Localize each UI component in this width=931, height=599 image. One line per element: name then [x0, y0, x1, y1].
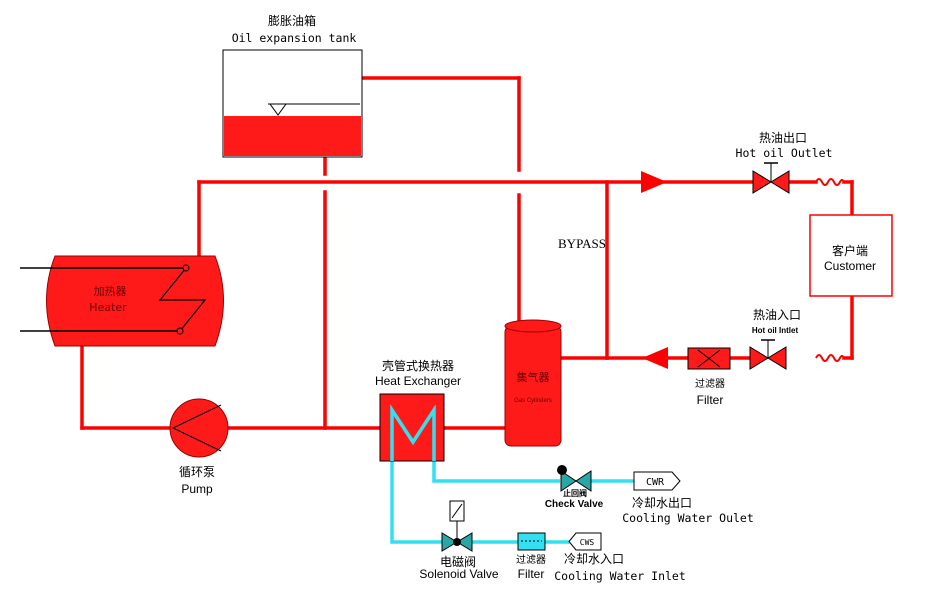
customer-label-en: Customer	[824, 259, 876, 273]
cwr-tag: CWR	[633, 471, 681, 491]
cwr-tag-text: CWR	[646, 477, 665, 488]
pump-label-zh: 循环泵	[179, 465, 215, 479]
cooling-water-supply-line	[390, 460, 442, 544]
water-pipes	[390, 460, 634, 544]
cws-tag: CWS	[568, 532, 602, 551]
water-filter-label-en: Filter	[518, 567, 545, 581]
heater: 加热器 Heater	[20, 255, 224, 347]
check-valve-label-zh: 止回阀	[563, 488, 587, 498]
water-filter	[517, 532, 546, 551]
water-filter-label-zh: 过滤器	[516, 553, 546, 566]
circulation-pump	[169, 398, 229, 458]
cooling-water-return-line	[432, 460, 560, 483]
check-valve[interactable]	[557, 465, 592, 492]
hot-oil-inlet-label-en: Hot oil Intlet	[752, 326, 799, 335]
tank-label-zh: 膨胀油箱	[268, 13, 316, 28]
cws-label-en: Cooling Water Inlet	[554, 569, 686, 583]
pump-label-en: Pump	[181, 482, 213, 496]
bypass-label: BYPASS	[558, 236, 606, 251]
tank-label-en: Oil expansion tank	[232, 31, 357, 45]
cws-label-zh: 冷却水入口	[564, 552, 624, 566]
solenoid-valve[interactable]	[441, 500, 473, 552]
heat-exchanger	[379, 393, 445, 462]
cwr-label-zh: 冷却水出口	[632, 496, 692, 510]
oil-filter-label-zh: 过滤器	[695, 377, 725, 390]
heater-label-en: Heater	[89, 301, 127, 314]
check-valve-label-en: Check Valve	[545, 499, 604, 510]
tank-level-marker-icon	[269, 103, 287, 116]
cws-tag-text: CWS	[580, 538, 595, 547]
heater-coil-icon	[158, 267, 207, 332]
oil-filter	[687, 347, 731, 370]
flex-hose-outlet	[815, 178, 845, 186]
cwr-label-en: Cooling Water Oulet	[622, 511, 754, 525]
hot-oil-outlet-valve[interactable]	[752, 162, 790, 194]
solenoid-label-en: Solenoid Valve	[419, 567, 498, 581]
pump-impeller-icon	[171, 404, 222, 452]
hot-oil-inlet-label-zh: 热油入口	[753, 308, 801, 322]
hot-oil-inlet-valve[interactable]	[749, 339, 787, 370]
hot-oil-outlet-label-en: Hot oil Outlet	[736, 146, 833, 160]
flex-hose-inlet	[815, 354, 845, 362]
gas-cylinder-label-en: Gas Cylinders	[514, 398, 552, 404]
customer-box	[809, 214, 893, 297]
exchanger-tube-icon	[390, 404, 436, 461]
oil-filter-label-en: Filter	[697, 393, 724, 407]
solenoid-label-zh: 电磁阀	[440, 554, 476, 569]
oil-expansion-tank	[222, 49, 363, 158]
heat-exchanger-label-zh: 壳管式换热器	[382, 358, 454, 373]
hot-oil-outlet-label-zh: 热油出口	[759, 131, 807, 145]
heat-exchanger-label-en: Heat Exchanger	[375, 374, 461, 388]
flow-arrow-return	[642, 347, 668, 369]
tank-oil-fill	[224, 116, 361, 156]
heater-label-zh: 加热器	[94, 285, 127, 298]
gas-cylinder-label-zh: 集气器	[517, 370, 550, 384]
customer-label-zh: 客户端	[832, 243, 868, 258]
gas-cylinder: 集气器 Gas Cylinders	[504, 319, 562, 447]
oil-pipes	[80, 76, 854, 430]
flow-arrow-supply	[641, 171, 667, 193]
check-valve-ball-icon	[557, 465, 567, 475]
